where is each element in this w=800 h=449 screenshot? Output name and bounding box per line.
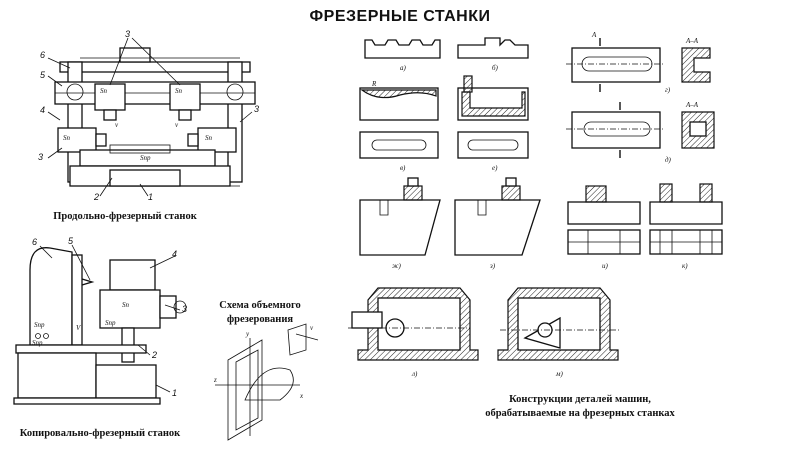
- volume-milling-scheme-drawing: z y x v: [213, 323, 319, 441]
- svg-text:Sn: Sn: [205, 134, 213, 142]
- svg-text:Sn: Sn: [63, 134, 71, 142]
- machine2-label: 3: [182, 304, 187, 314]
- svg-text:V: V: [76, 324, 81, 332]
- caption-parts-line2: обрабатываемые на фрезерных станках: [485, 408, 675, 419]
- page-title: ФРЕЗЕРНЫЕ СТАНКИ: [309, 8, 491, 25]
- machine1-label: 1: [148, 192, 153, 202]
- svg-text:v: v: [310, 324, 314, 332]
- part-letter: в): [400, 164, 406, 172]
- copy-milling-machine-drawing: Sпр Sпр Sп Sпр V: [13, 244, 187, 405]
- part-letter: д): [665, 156, 672, 164]
- caption-parts-line1: Конструкции деталей машин,: [509, 394, 651, 405]
- svg-text:R: R: [371, 80, 377, 88]
- caption-volume-line2: фрезерования: [226, 314, 294, 325]
- svg-text:Sn: Sn: [175, 87, 183, 95]
- svg-text:v: v: [115, 121, 119, 129]
- machine1-label: 3: [125, 29, 130, 39]
- machine2-label: 1: [172, 388, 177, 398]
- svg-text:Sn: Sn: [100, 87, 108, 95]
- section-label: A–A: [685, 101, 699, 109]
- caption-longitudinal: Продольно-фрезерный станок: [53, 211, 197, 222]
- svg-text:Sпр: Sпр: [34, 321, 45, 329]
- machine2-label: 5: [68, 236, 74, 246]
- caption-volume-line1: Схема объемного: [219, 300, 301, 311]
- machine1-label: 3: [38, 152, 43, 162]
- longitudinal-milling-machine-drawing: Sn Sn Sn Sn Sпр v v: [47, 37, 256, 197]
- svg-text:Sпр: Sпр: [140, 154, 151, 162]
- part-letter: л): [411, 370, 418, 378]
- svg-text:Sпр: Sпр: [105, 319, 116, 327]
- part-letter: г): [665, 86, 671, 94]
- machine1-label: 4: [40, 105, 45, 115]
- caption-copy: Копировально-фрезерный станок: [19, 428, 181, 439]
- svg-text:y: y: [245, 330, 250, 338]
- machine1-label: 5: [40, 70, 46, 80]
- part-letter: и): [602, 262, 609, 270]
- part-drawings: R: [348, 37, 723, 361]
- machine1-label: 3: [254, 104, 259, 114]
- svg-text:z: z: [213, 376, 217, 384]
- part-letter: а): [400, 64, 407, 72]
- part-letter: м): [555, 370, 563, 378]
- part-letter: е): [492, 164, 498, 172]
- machine2-label: 2: [151, 350, 157, 360]
- svg-text:v: v: [175, 121, 179, 129]
- part-letter: б): [492, 64, 499, 72]
- svg-text:x: x: [299, 392, 304, 400]
- machine1-label: 2: [93, 192, 99, 202]
- part-letter: к): [682, 262, 688, 270]
- part-letter: з): [489, 262, 496, 270]
- machine1-label: 6: [40, 50, 45, 60]
- section-label: A–A: [685, 37, 699, 45]
- part-letter: ж): [392, 262, 402, 270]
- machine2-label: 6: [32, 237, 37, 247]
- svg-text:Sпр: Sпр: [32, 339, 43, 347]
- section-label: A: [591, 31, 597, 39]
- machine2-label: 4: [172, 249, 177, 259]
- svg-text:Sп: Sп: [122, 301, 130, 309]
